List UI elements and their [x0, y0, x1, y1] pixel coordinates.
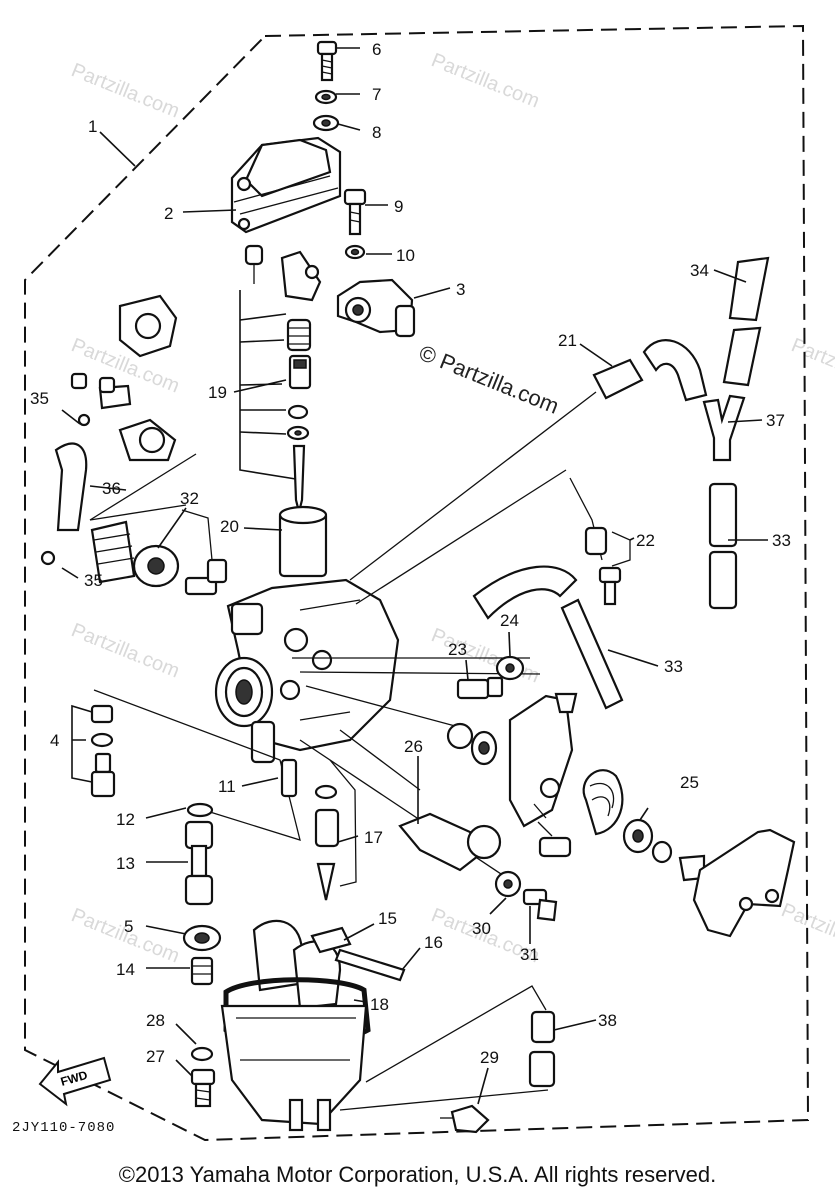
copyright-notice: ©2013 Yamaha Motor Corporation, U.S.A. A… — [118, 1162, 717, 1187]
cap-bolt — [244, 244, 264, 266]
assembly-boundary — [24, 24, 810, 1142]
watermark-2: Partzilla.com — [428, 49, 542, 112]
callout-3: 3 — [456, 280, 465, 299]
choke-assembly — [40, 294, 228, 596]
callout-34: 34 — [690, 261, 709, 280]
carburetor-body — [214, 578, 400, 764]
callout-15: 15 — [378, 909, 397, 928]
watermark-5: Partzilla.com — [68, 619, 182, 682]
carburetor-cap — [230, 136, 342, 234]
callout-25: 25 — [680, 773, 699, 792]
float-needle — [314, 759, 357, 901]
callout-23: 23 — [448, 640, 467, 659]
callout-4: 4 — [50, 731, 59, 750]
watermark-6: Partzilla.com — [428, 624, 542, 687]
callout-2: 2 — [164, 204, 173, 223]
callout-1: 1 — [88, 117, 97, 136]
callout-28: 28 — [146, 1011, 165, 1030]
callout-14: 14 — [116, 960, 135, 979]
callout-32: 32 — [180, 489, 199, 508]
callout-11: 11 — [218, 777, 236, 796]
callout-22: 22 — [636, 531, 655, 550]
top-screw-stack — [312, 40, 340, 132]
callout-leaders — [61, 47, 768, 1105]
throttle-shaft-group — [398, 526, 796, 938]
callout-24: 24 — [500, 611, 519, 630]
drain-parts — [190, 985, 556, 1134]
watermark-4: Partzilla.com — [788, 334, 835, 397]
throttle-stop-screw — [343, 188, 367, 260]
callout-labels: 1 2 3 4 5 6 7 8 9 10 11 12 13 14 15 16 1… — [30, 40, 791, 1067]
diagram-code: 2JY110-7080 — [12, 1120, 116, 1136]
callout-17: 17 — [364, 828, 383, 847]
callout-19: 19 — [208, 383, 227, 402]
watermark-1: Partzilla.com — [68, 59, 182, 122]
callout-30: 30 — [472, 919, 491, 938]
cable-bracket — [280, 250, 416, 338]
callout-12: 12 — [116, 810, 135, 829]
callout-33-top: 33 — [772, 531, 791, 550]
callout-10: 10 — [396, 246, 415, 265]
vent-hoses — [472, 256, 770, 710]
callout-20: 20 — [220, 517, 239, 536]
callout-26: 26 — [404, 737, 423, 756]
callout-35-top: 35 — [30, 389, 49, 408]
callout-7: 7 — [372, 85, 381, 104]
carburetor-exploded-diagram: Partzilla.com Partzilla.com Partzilla.co… — [24, 24, 835, 1142]
callout-5: 5 — [124, 917, 133, 936]
callout-35-bottom: 35 — [84, 571, 103, 590]
callout-18: 18 — [370, 995, 389, 1014]
callout-38: 38 — [598, 1011, 617, 1030]
callout-27: 27 — [146, 1047, 165, 1066]
callout-36: 36 — [102, 479, 121, 498]
callout-29: 29 — [480, 1048, 499, 1067]
callout-33-bottom: 33 — [664, 657, 683, 676]
forward-arrow: FWD — [38, 1056, 112, 1107]
jet-parts-left — [90, 689, 301, 986]
callout-21: 21 — [558, 331, 577, 350]
callout-16: 16 — [424, 933, 443, 952]
callout-9: 9 — [394, 197, 403, 216]
callout-6: 6 — [372, 40, 381, 59]
float-chamber — [220, 919, 406, 1132]
callout-37: 37 — [766, 411, 785, 430]
callout-8: 8 — [372, 123, 381, 142]
leader-1 — [99, 131, 136, 167]
callout-13: 13 — [116, 854, 135, 873]
throttle-valve-group — [239, 290, 328, 578]
callout-31: 31 — [520, 945, 539, 964]
